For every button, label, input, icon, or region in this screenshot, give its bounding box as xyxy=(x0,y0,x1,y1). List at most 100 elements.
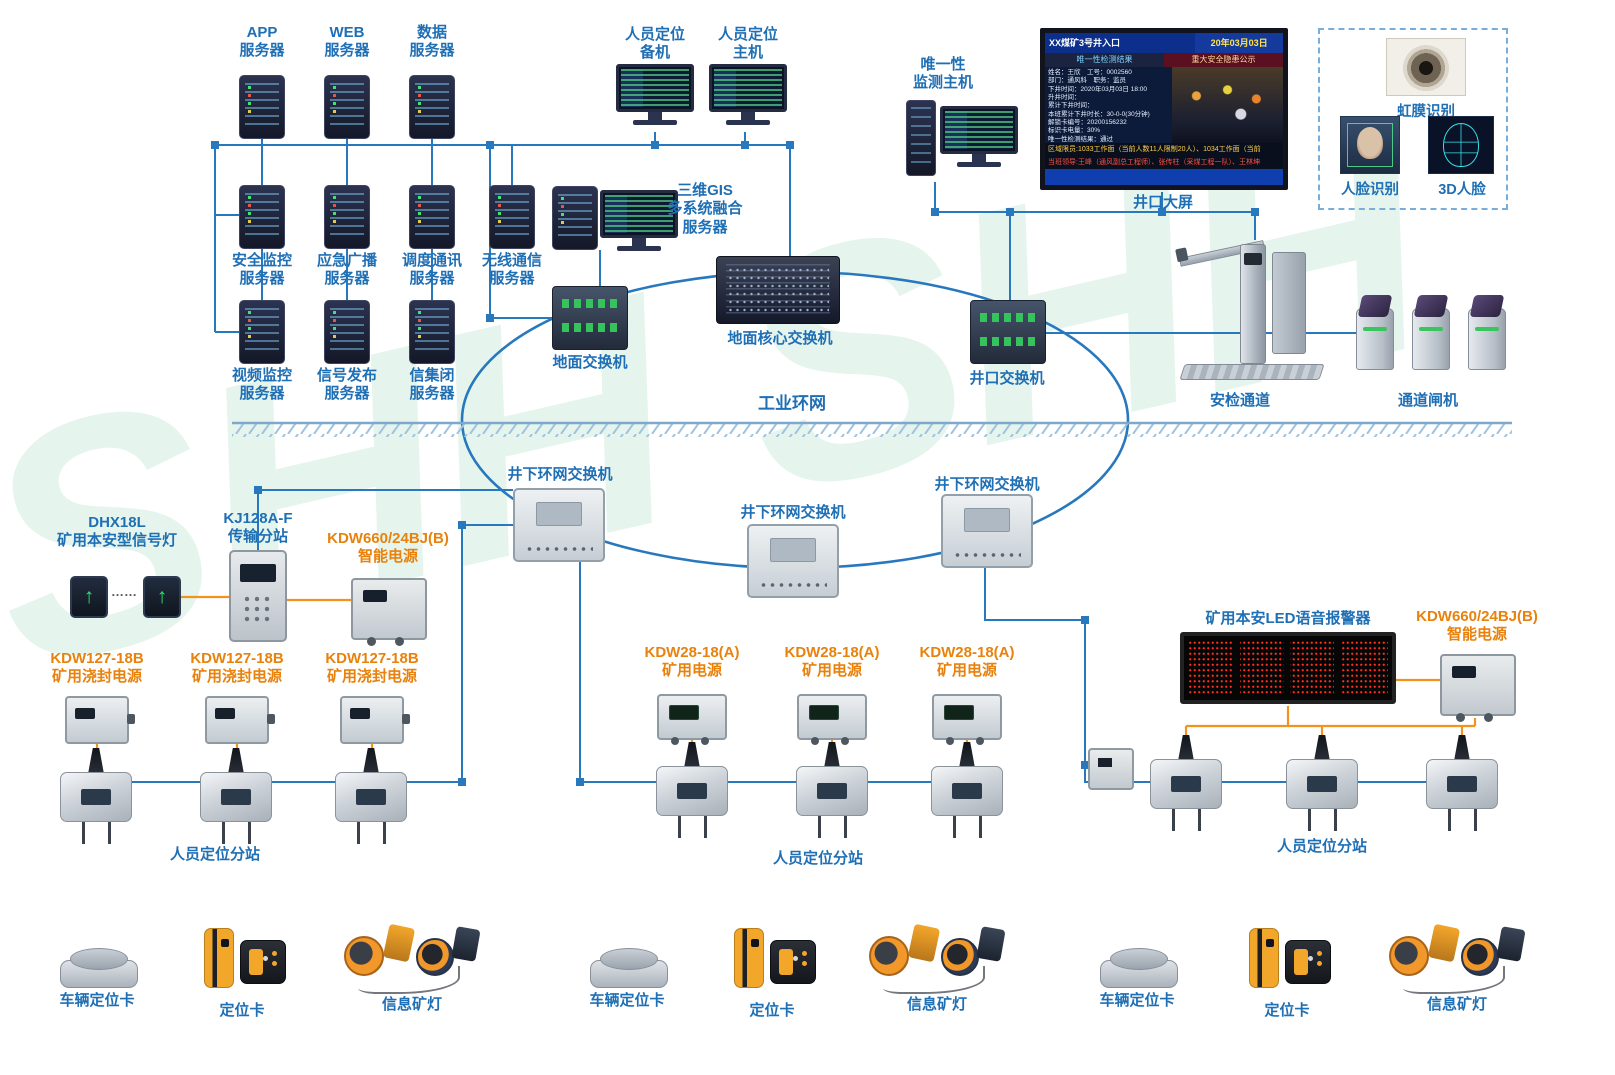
reader-probe xyxy=(1172,809,1175,831)
ground-switch-icon xyxy=(552,286,628,350)
monitor-screen xyxy=(940,106,1018,154)
gis-monitor-icon xyxy=(600,190,678,256)
reader-body xyxy=(200,772,272,822)
label-mine-power-1: KDW28-18(A) 矿用电源 xyxy=(644,644,740,680)
reader-probe xyxy=(357,822,360,844)
screen-sub-right: 重大安全隐患公示 xyxy=(1164,53,1283,67)
label-positioning-main: 人员定位 主机 xyxy=(717,26,778,62)
label-ground-switch: 地面交换机 xyxy=(552,354,628,371)
label-vehicle-card-1: 车辆定位卡 xyxy=(59,992,135,1009)
underground-switch-3-icon xyxy=(941,494,1033,568)
lamp-battery-dark xyxy=(1496,926,1526,962)
underground-switch-2-icon xyxy=(747,524,839,598)
label-underground-switch-2: 井下环网交换机 xyxy=(740,504,846,521)
secgate-panel xyxy=(1272,252,1306,354)
up-arrow-icon: ↑ xyxy=(83,585,95,608)
positioning-reader xyxy=(335,748,407,844)
security-gate-figure xyxy=(1178,234,1328,392)
screen-header: XX煤矿3号井入口 20年03月03日 xyxy=(1045,33,1283,53)
signal-lamp-icon: ↑ xyxy=(70,576,108,618)
lamp-head-dark xyxy=(941,938,979,976)
reader-probe xyxy=(844,816,847,838)
smart-power-left-icon xyxy=(351,578,427,646)
card-standing xyxy=(734,928,764,988)
label-sealed-power-3: KDW127-18B 矿用浇封电源 xyxy=(325,650,419,686)
label-signal-publish-server: 信号发布 服务器 xyxy=(316,367,377,403)
label-vehicle-card-3: 车辆定位卡 xyxy=(1099,992,1175,1009)
info-lamp-icon xyxy=(340,922,482,994)
label-security-channel: 安检通道 xyxy=(1209,392,1270,409)
label-positioning-backup: 人员定位 备机 xyxy=(624,26,685,62)
reader-body xyxy=(1426,759,1498,809)
mine-power-3-icon xyxy=(932,694,1002,745)
reader-body xyxy=(1286,759,1358,809)
mine-power-2-icon xyxy=(797,694,867,745)
label-positioning-card-2: 定位卡 xyxy=(749,1002,795,1019)
underground-switch-1-icon xyxy=(513,488,605,562)
secgate-base xyxy=(1179,364,1325,380)
label-underground-switch-3: 井下环网交换机 xyxy=(934,476,1040,493)
reader-probe xyxy=(383,822,386,844)
reader-body xyxy=(335,772,407,822)
led-alarm-panel xyxy=(1180,632,1396,704)
info-lamp-icon xyxy=(1385,922,1527,994)
positioning-card-icon xyxy=(1243,926,1333,992)
label-safety-monitor-server: 安全监控 服务器 xyxy=(231,252,292,288)
label-web-server: WEB 服务器 xyxy=(324,24,370,60)
gate-unit xyxy=(1468,308,1506,370)
sealed-power-3-icon xyxy=(340,696,410,744)
screen-warning-line1: 区域限员:1033工作面（当前人数11人限制20人）、1034工作面（当前 xyxy=(1045,143,1283,156)
lamp-battery-dark xyxy=(451,926,481,962)
lamp-battery-orange xyxy=(382,923,416,963)
monitor-stand xyxy=(632,238,646,246)
reader-probe xyxy=(953,816,956,838)
vehicle-card-icon xyxy=(60,948,138,988)
reader-probe xyxy=(818,816,821,838)
signal-lamp-icon: ↑ xyxy=(143,576,181,618)
card-lying xyxy=(770,940,816,984)
signal-publish-server-icon xyxy=(324,300,370,364)
label-wellhead-switch: 井口交换机 xyxy=(969,370,1045,387)
positioning-reader xyxy=(796,742,868,838)
antenna-icon xyxy=(363,748,379,774)
label-positioning-substation-left: 人员定位分站 xyxy=(169,846,260,863)
gis-server-icon xyxy=(552,186,598,250)
uniqueness-host-monitor-icon xyxy=(940,106,1018,172)
label-face-recognition: 人脸识别 xyxy=(1341,182,1399,198)
screen-sub-left: 唯一性检测结果 xyxy=(1045,53,1164,67)
emergency-broadcast-server-icon xyxy=(324,185,370,249)
screen-body: 姓名：王欣 工号：0002560 部门：通风科 职务：监员 下井时间：2020年… xyxy=(1045,67,1283,143)
positioning-reader xyxy=(60,748,132,844)
monitor-stand xyxy=(741,112,755,120)
sealed-power-1-icon xyxy=(65,696,135,744)
reader-probe xyxy=(1448,809,1451,831)
label-transmission-substation: KJ128A-F 传输分站 xyxy=(223,510,293,546)
card-lying xyxy=(240,940,286,984)
data-server-icon xyxy=(409,75,455,139)
channel-gates-figure xyxy=(1356,290,1508,376)
positioning-main-monitor-icon xyxy=(709,64,787,130)
positioning-reader xyxy=(1426,735,1498,831)
label-info-lamp-2: 信息矿灯 xyxy=(906,996,967,1013)
label-wellhead-screen: 井口大屏 xyxy=(1132,194,1193,211)
vehicle-card-icon xyxy=(590,948,668,988)
label-smart-power-left: KDW660/24BJ(B) 智能电源 xyxy=(327,530,449,566)
screen-subheader: 唯一性检测结果 重大安全隐患公示 xyxy=(1045,53,1283,67)
signal-block-server-icon xyxy=(409,300,455,364)
antenna-icon xyxy=(1314,735,1330,761)
monitor-screen xyxy=(600,190,678,238)
label-video-monitor-server: 视频监控 服务器 xyxy=(231,367,292,403)
secgate-column xyxy=(1240,244,1266,364)
positioning-reader xyxy=(1150,735,1222,831)
positioning-reader xyxy=(1286,735,1358,831)
label-sealed-power-1: KDW127-18B 矿用浇封电源 xyxy=(50,650,144,686)
monitor-stand xyxy=(972,154,986,162)
card-standing xyxy=(204,928,234,988)
lamp-head-dark xyxy=(416,938,454,976)
sealed-power-2-icon xyxy=(205,696,275,744)
monitor-base xyxy=(726,120,770,125)
transmission-substation-icon xyxy=(229,550,287,642)
lamp-battery-dark xyxy=(976,926,1006,962)
screen-miners-photo xyxy=(1171,67,1283,143)
